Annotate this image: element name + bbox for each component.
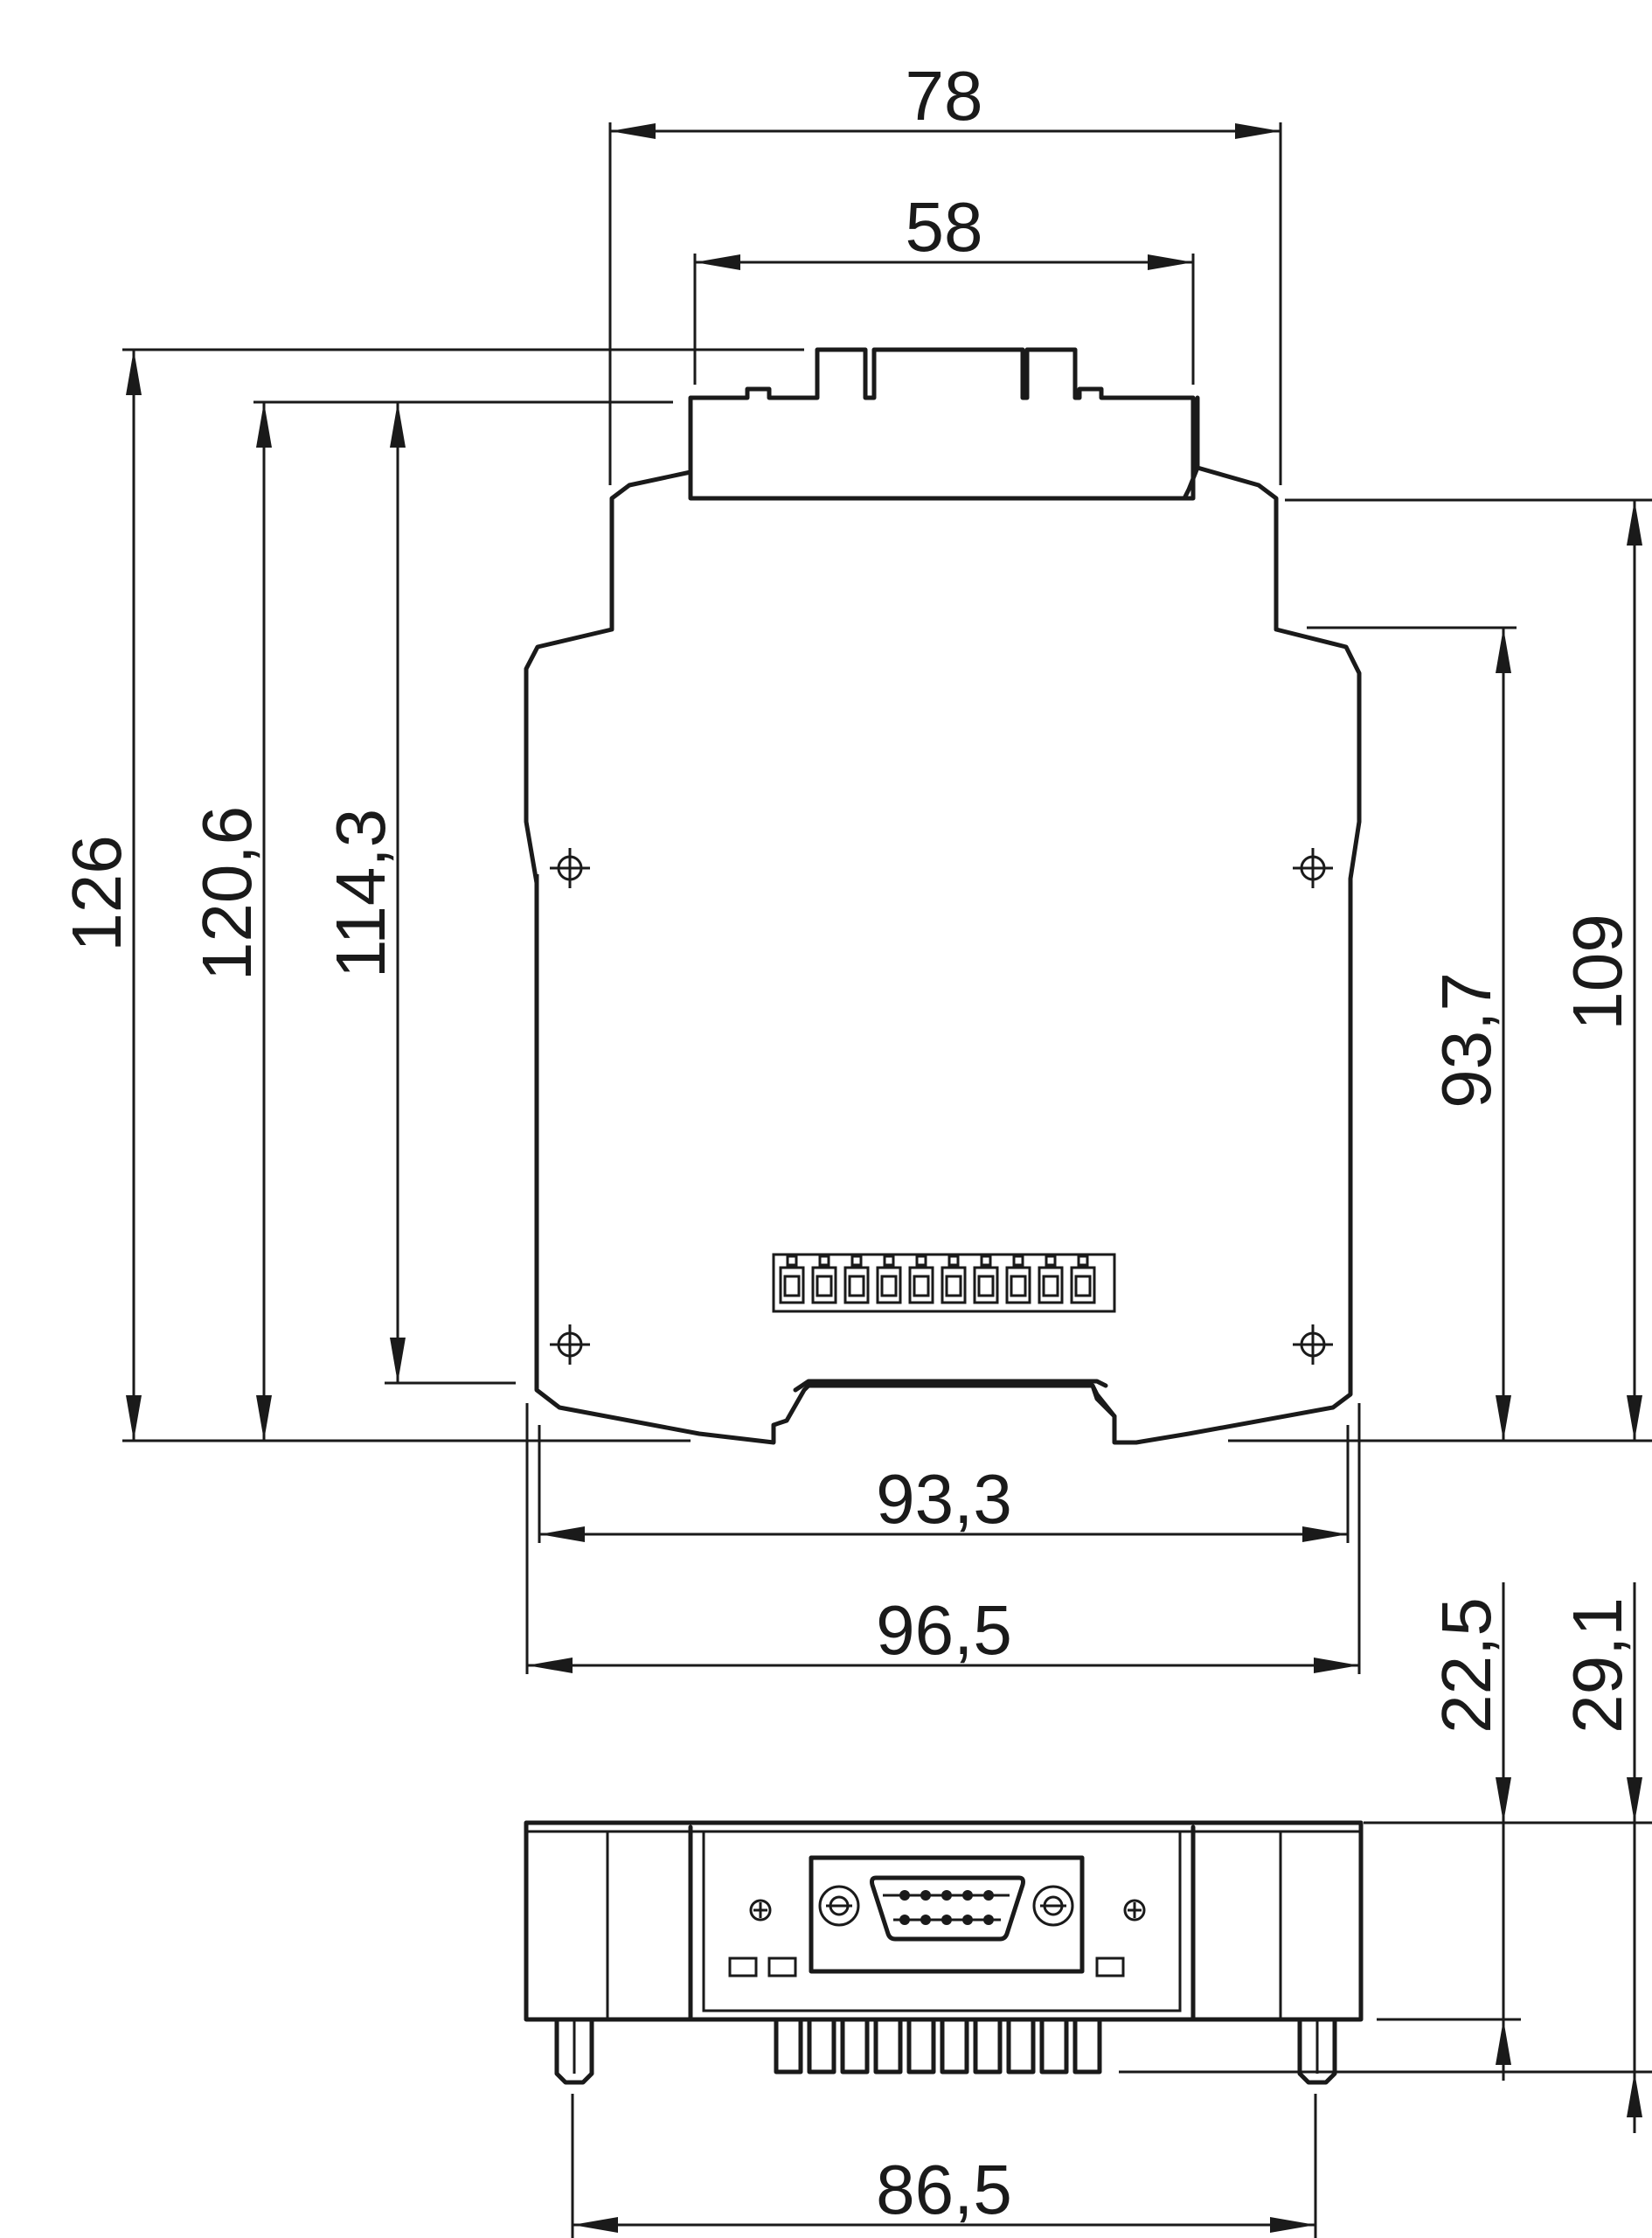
status-window [1095,1957,1125,1977]
terminal-block [774,2017,803,2075]
dim-label-29-1: 29,1 [1558,1597,1636,1734]
terminal-cell [973,1255,999,1304]
mounting-screw-icon [550,848,590,888]
sub-d-socket [870,1875,1025,1942]
terminal-block [1072,2017,1102,2075]
status-window [728,1957,758,1977]
dim-label-120-6: 120,6 [188,806,266,981]
dim-label-58: 58 [906,188,983,266]
terminal-block [840,2017,870,2075]
terminal-cell [843,1255,870,1304]
terminal-cell [908,1255,934,1304]
dim-label-114-3: 114,3 [322,809,399,978]
top-connector-block [688,347,1196,501]
dimension-lines: 78 58 126 120,6 114,3 109 93,7 [58,57,1652,2238]
terminal-strip [772,1253,1116,1313]
terminal-cell [876,1255,902,1304]
terminal-cell [811,1255,837,1304]
dim-label-93-3: 93,3 [876,1460,1012,1538]
sub-d-pins [883,1890,1010,1925]
led-indicator-icon [749,1899,772,1922]
dim-label-126: 126 [58,835,135,951]
dim-label-86-5: 86,5 [876,2151,1012,2228]
terminal-cell [779,1255,805,1304]
front-view [524,347,1362,1445]
terminal-block [1039,2017,1069,2075]
connector-screw-icon [1032,1885,1074,1927]
dim-label-78: 78 [906,57,983,135]
mounting-screw-icon [550,1324,590,1365]
status-window [767,1957,797,1977]
terminal-cell [1070,1255,1096,1304]
dim-label-96-5: 96,5 [876,1591,1012,1669]
mounting-screw-icon [1293,848,1333,888]
bottom-view [524,1820,1364,2085]
terminal-cell [941,1255,967,1304]
terminal-cell [1005,1255,1031,1304]
mounting-screw-icon [1293,1324,1333,1365]
terminal-block [940,2017,969,2075]
connector-screw-icon [818,1885,860,1927]
terminal-block [973,2017,1003,2075]
terminal-block [906,2017,936,2075]
dim-label-22-5: 22,5 [1427,1597,1505,1734]
mounting-foot [1297,2017,1337,2085]
terminal-blocks [774,2017,1102,2075]
mounting-foot [554,2017,594,2085]
terminal-block [1006,2017,1036,2075]
terminal-cell [1038,1255,1064,1304]
terminal-block [807,2017,836,2075]
dim-label-93-7: 93,7 [1427,972,1505,1109]
sub-d-connector-plate [809,1855,1085,1974]
dim-label-109: 109 [1558,914,1636,1030]
led-indicator-icon [1123,1899,1146,1922]
terminal-block [873,2017,903,2075]
housing-outline [524,465,1362,1445]
